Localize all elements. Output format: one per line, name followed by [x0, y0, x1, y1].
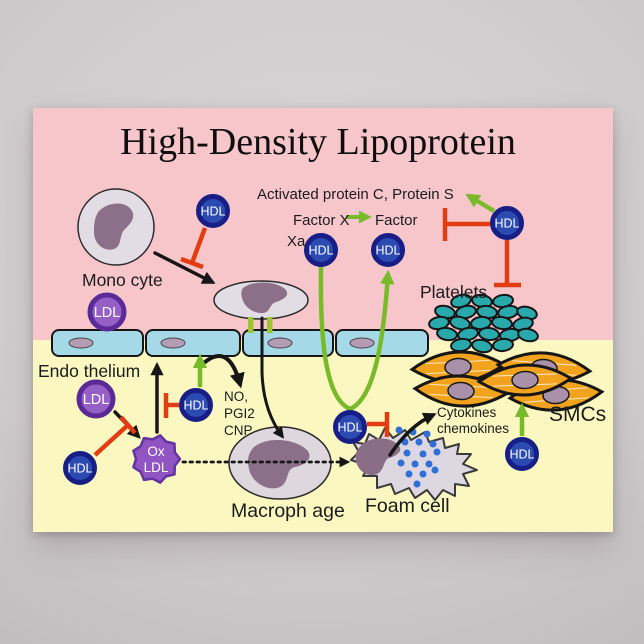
label-chemokines: chemokines — [437, 421, 509, 436]
hdl-label: HDL — [337, 421, 362, 435]
endothelial-nucleus — [349, 337, 375, 349]
hdl-label: HDL — [67, 462, 92, 476]
hdl-particle: HDL — [505, 437, 539, 471]
label-macrophage: Macroph age — [231, 500, 345, 522]
adhesion-molecule — [267, 317, 273, 333]
label-pgi2: PGI2 — [224, 406, 255, 421]
hdl-label: HDL — [200, 205, 225, 219]
hdl-particle: HDL — [63, 451, 97, 485]
endothelial-nucleus — [68, 337, 94, 349]
label-platelets: Platelets — [420, 282, 487, 302]
hdl-particle: HDL — [196, 194, 230, 228]
label-foam-cell: Foam cell — [365, 495, 450, 517]
label-no: NO, — [224, 389, 248, 404]
label-activated-protein: Activated protein C, Protein S — [257, 186, 454, 203]
lipid-droplet — [411, 460, 419, 468]
hdl-to-protein-s-arrow — [465, 193, 496, 213]
ox-ldl-label-line1: Ox — [147, 444, 165, 459]
hdl-particle: HDL — [333, 410, 367, 444]
poster-title: High-Density Lipoprotein — [120, 121, 516, 163]
adhered-monocyte-nucleus — [241, 282, 288, 314]
ox-ldl-particle: Ox LDL — [132, 434, 182, 484]
hdl-particle: HDL — [490, 206, 524, 240]
platelet — [491, 315, 513, 331]
lipid-droplet — [415, 438, 423, 446]
ldl-particle: LDL — [87, 292, 127, 332]
smc-layer — [409, 350, 605, 412]
lipid-droplets — [395, 426, 441, 488]
hdl-label: HDL — [183, 399, 208, 413]
ox-ldl-label-line2: LDL — [144, 460, 169, 475]
lipid-droplet — [403, 449, 411, 457]
label-monocyte: Mono cyte — [82, 270, 163, 290]
endothelial-cell — [51, 329, 144, 357]
hdl-particle: HDL — [371, 233, 405, 267]
lipid-droplet — [423, 430, 431, 438]
hdl-diagram: High-Density Lipoprotein — [33, 108, 613, 532]
hdl-efflux-curve-arrow — [318, 265, 395, 412]
macrophage-nucleus — [248, 439, 310, 489]
lipid-droplet — [397, 459, 405, 467]
monocyte-adhesion-arrow — [153, 251, 216, 284]
cytokine-release-arrow — [388, 412, 437, 457]
hdl-label: HDL — [494, 217, 519, 231]
smc-cell — [412, 374, 510, 408]
platelet — [478, 326, 500, 342]
hdl-inhibits-oxidation-tee — [93, 415, 137, 457]
foam-cell-nucleus — [355, 438, 401, 476]
platelets-cluster — [428, 293, 539, 354]
hdl-particle: HDL — [304, 233, 338, 267]
lipid-droplet — [433, 448, 441, 456]
label-factor: Factor — [375, 212, 418, 229]
lipid-droplet — [425, 460, 433, 468]
platelet — [449, 315, 471, 331]
label-factor-x: Factor X — [293, 212, 350, 229]
ldl-label: LDL — [94, 305, 121, 321]
platelet — [455, 304, 477, 320]
hdl-inhibits-platelets-tee — [494, 240, 521, 288]
label-cytokines: Cytokines — [437, 405, 497, 420]
lipid-droplet — [429, 440, 437, 448]
lipid-droplet — [405, 470, 413, 478]
hdl-inhibits-adhesion-tee — [180, 227, 208, 270]
hdl-inhibits-ldl-influx-tee — [163, 393, 179, 418]
platelet — [492, 337, 514, 353]
label-cnp: CNP — [224, 423, 253, 438]
adhesion-molecule — [248, 317, 254, 333]
hdl-particle: HDL — [179, 388, 213, 422]
lipid-droplet — [395, 426, 403, 434]
endothelial-nucleus — [267, 337, 293, 349]
label-endothelium: Endo thelium — [38, 361, 140, 381]
lipid-droplet — [413, 480, 421, 488]
ldl-particle: LDL — [76, 379, 116, 419]
hdl-label: HDL — [308, 244, 333, 258]
platelet — [471, 338, 493, 354]
hdl-inhibits-factor-xa-tee — [442, 208, 490, 241]
label-smcs: SMCs — [549, 403, 606, 426]
endothelial-nucleus — [160, 337, 186, 349]
lipid-droplet — [419, 470, 427, 478]
smc-cell — [476, 363, 574, 397]
ldl-label: LDL — [83, 392, 110, 408]
monocyte-nucleus — [94, 203, 134, 250]
endothelium-layer — [51, 329, 429, 357]
monocyte-migration-arrow — [260, 316, 285, 439]
label-xa: Xa — [287, 233, 306, 250]
hdl-label: HDL — [375, 244, 400, 258]
platelet — [517, 327, 539, 343]
endothelial-cell — [145, 329, 241, 357]
lipid-droplet — [419, 450, 427, 458]
no-pgi2-cnp-release-arrow — [203, 354, 245, 389]
platelet — [436, 326, 458, 342]
lipid-droplet — [431, 466, 439, 474]
hdl-label: HDL — [509, 448, 534, 462]
hdl-inhibits-foam-cell-tee — [367, 412, 390, 437]
hdl-poster: High-Density Lipoprotein — [33, 108, 613, 532]
